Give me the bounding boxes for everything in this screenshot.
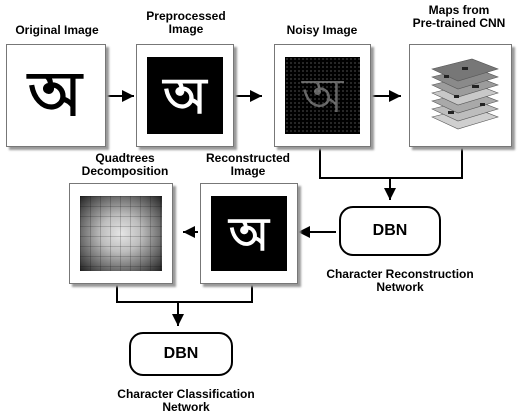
quadtree-grid [80, 196, 162, 271]
arrow-to-reconstruction-dbn [319, 146, 463, 179]
reconstruction-dbn-box: DBN [339, 206, 441, 256]
original-image-label: Original Image [15, 23, 99, 37]
cnn-maps-panel [409, 44, 512, 147]
noisy-image-label: Noisy Image [286, 23, 358, 37]
original-image-panel: অ [6, 44, 106, 147]
classification-network-caption: Character Classification Network [117, 387, 255, 414]
reconstructed-image-panel: অ [200, 183, 298, 284]
classification-dbn-box: DBN [129, 332, 233, 376]
original-character: অ [28, 57, 82, 130]
preprocessed-image-label: Preprocessed Image [146, 9, 226, 36]
noisy-image-panel: অ [274, 44, 371, 147]
reconstructed-character: অ [229, 207, 269, 261]
reconstruction-network-caption: Character Reconstruction Network [326, 267, 474, 294]
preprocessed-image-panel: অ [136, 44, 234, 147]
preprocessed-character: অ [163, 67, 207, 125]
cnn-maps-label: Maps from Pre-trained CNN [412, 3, 506, 30]
arrow-to-classification-dbn [116, 284, 253, 303]
noisy-character: অ [301, 68, 344, 124]
feature-map-stack [431, 58, 499, 130]
quadtree-label: Quadtrees Decomposition [81, 151, 169, 178]
quadtree-panel [69, 183, 173, 284]
reconstructed-image-label: Reconstructed Image [205, 151, 291, 178]
